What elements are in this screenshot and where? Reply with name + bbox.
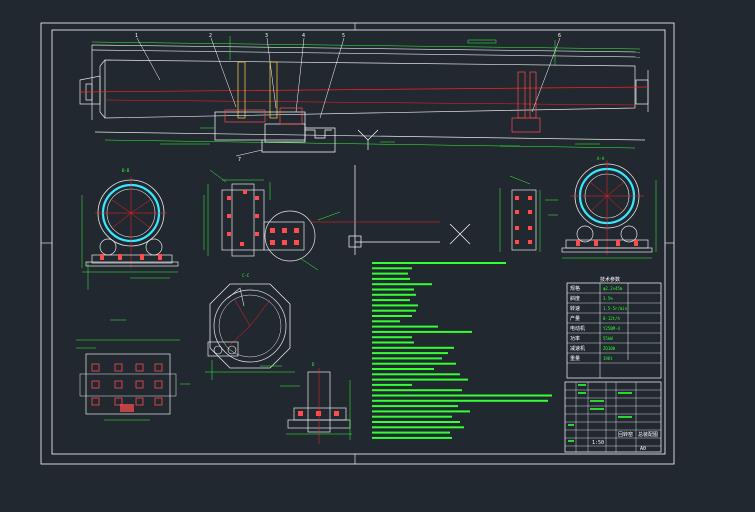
note-line [372, 383, 412, 386]
note-line [372, 368, 434, 370]
spec-value: φ2.2×45m [603, 286, 623, 291]
spec-value: 55kW [603, 336, 613, 341]
note-line [372, 378, 468, 381]
spec-key: 减速机 [570, 345, 585, 352]
end-view-right[interactable]: A-A [561, 156, 657, 259]
svg-text:5: 5 [342, 33, 345, 39]
support-dims [160, 127, 600, 147]
spec-key: 斜度 [570, 295, 580, 302]
title-block: 回转窑 总装配图 1:50 A0 [564, 381, 662, 453]
note-line [372, 346, 454, 349]
note-line [372, 267, 412, 270]
note-line [372, 426, 464, 429]
foundation-bolt-plan [76, 319, 190, 421]
note-line [372, 410, 470, 413]
note-line [372, 304, 418, 307]
svg-text:1:50: 1:50 [592, 440, 604, 446]
svg-text:4: 4 [302, 33, 305, 39]
spec-value: Y250M-4 [603, 326, 620, 331]
note-line [372, 325, 438, 328]
note-line [372, 421, 460, 423]
svg-text:1: 1 [135, 33, 138, 39]
drive-base [214, 107, 541, 153]
note-line [372, 315, 412, 317]
note-line [372, 277, 410, 280]
tech-spec-table: 技术参数 规格 φ2.2×45m 斜度 3.5% 转速 1.5-5r/min 产量 8-12t… [566, 276, 662, 379]
svg-text:A-A: A-A [597, 156, 605, 161]
svg-text:A0: A0 [640, 446, 646, 452]
spec-value: 3.5% [603, 296, 613, 301]
callout-labels: 1 2 3 4 5 6 7 [135, 33, 561, 163]
note-line [372, 320, 400, 323]
spec-key: 规格 [570, 285, 580, 292]
inner-frame [51, 29, 666, 455]
spec-key: 转速 [570, 305, 580, 312]
outer-frame [40, 22, 675, 465]
svg-text:D: D [312, 362, 315, 367]
svg-text:7: 7 [238, 157, 241, 163]
note-line [372, 373, 460, 376]
spec-key: 重量 [570, 355, 580, 362]
note-line [372, 299, 410, 302]
end-view-left[interactable]: B-B [81, 168, 179, 290]
kiln-elevation[interactable]: 1 2 3 4 5 6 7 [79, 33, 649, 163]
note-line [372, 330, 472, 333]
spec-value: 1.5-5r/min [603, 306, 628, 311]
note-line [372, 394, 552, 397]
svg-text:6: 6 [558, 33, 561, 39]
section-cc[interactable]: C-C [205, 273, 295, 380]
note-line [372, 288, 414, 291]
svg-text:2: 2 [209, 33, 212, 39]
note-line [372, 405, 458, 408]
svg-text:总装配图: 总装配图 [638, 431, 658, 438]
svg-text:技术参数: 技术参数 [600, 276, 620, 283]
svg-text:回转窑: 回转窑 [618, 431, 633, 438]
note-line [372, 389, 462, 392]
detail-d: D [280, 362, 352, 444]
bearing-plate-right [499, 175, 558, 252]
note-line [372, 341, 414, 344]
spec-value: 196t [603, 356, 613, 361]
note-line [372, 399, 548, 402]
note-line [372, 436, 452, 439]
svg-text:B-B: B-B [122, 168, 130, 173]
center-cross [348, 129, 471, 255]
note-line [372, 293, 416, 296]
spec-key: 电动机 [570, 325, 585, 332]
note-line [372, 336, 412, 339]
spec-key: 产量 [570, 315, 580, 322]
kiln-axis [79, 86, 649, 93]
note-line [372, 309, 416, 312]
note-line [372, 415, 452, 418]
note-line [372, 362, 456, 365]
note-line [372, 283, 432, 286]
spec-key: 功率 [570, 335, 580, 342]
note-line [372, 357, 442, 360]
svg-text:C-C: C-C [242, 273, 250, 278]
bearing-detail[interactable] [203, 169, 440, 271]
spec-value: 8-12t/h [603, 316, 620, 321]
note-line [372, 272, 408, 275]
svg-text:3: 3 [265, 33, 268, 39]
note-line [372, 262, 506, 264]
spec-value: ZQ100 [603, 346, 616, 351]
note-line [372, 352, 448, 355]
note-line [372, 431, 450, 434]
kiln-shell [79, 44, 649, 141]
technical-notes [372, 262, 552, 439]
